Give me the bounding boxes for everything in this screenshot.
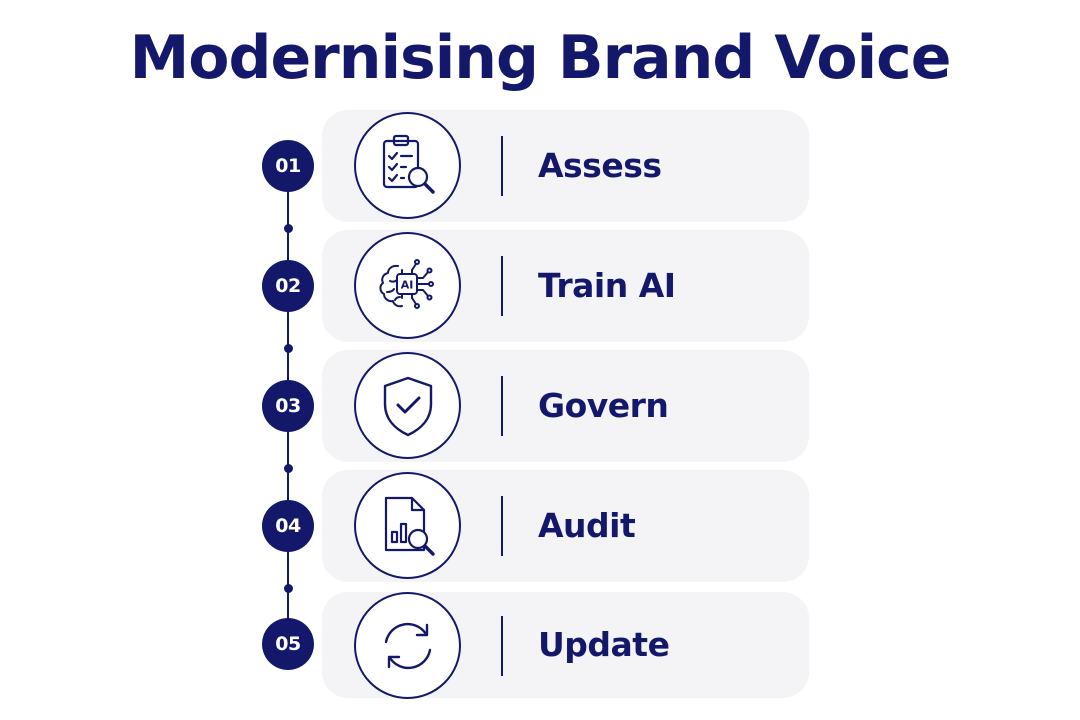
ai-brain-icon: AI bbox=[354, 232, 461, 339]
step-label: Govern bbox=[538, 386, 669, 425]
step-number-badge: 01 bbox=[262, 140, 314, 192]
step-card-govern: Govern bbox=[322, 350, 809, 462]
step-card-train-ai: AI Train AI bbox=[322, 230, 809, 342]
step-card-assess: Assess bbox=[322, 110, 809, 222]
timeline-dot bbox=[283, 223, 293, 233]
divider bbox=[501, 256, 503, 316]
step-number-badge: 05 bbox=[262, 618, 314, 670]
step-card-update: Update bbox=[322, 592, 809, 699]
step-label: Audit bbox=[538, 506, 636, 545]
step-number-badge: 02 bbox=[262, 260, 314, 312]
report-search-icon bbox=[354, 472, 461, 579]
timeline-dot bbox=[283, 583, 293, 593]
divider bbox=[501, 616, 503, 676]
shield-check-icon bbox=[354, 352, 461, 459]
page-title: Modernising Brand Voice bbox=[129, 23, 952, 93]
timeline-dot bbox=[283, 343, 293, 353]
step-label: Train AI bbox=[538, 266, 676, 305]
divider bbox=[501, 496, 503, 556]
divider bbox=[501, 376, 503, 436]
divider bbox=[501, 136, 503, 196]
step-label: Assess bbox=[538, 146, 662, 185]
ai-chip-label: AI bbox=[400, 278, 413, 291]
step-card-audit: Audit bbox=[322, 470, 809, 582]
step-label: Update bbox=[538, 625, 670, 664]
step-number-badge: 04 bbox=[262, 500, 314, 552]
step-number-badge: 03 bbox=[262, 380, 314, 432]
refresh-icon bbox=[354, 592, 461, 699]
timeline-dot bbox=[283, 463, 293, 473]
clipboard-search-icon bbox=[354, 112, 461, 219]
